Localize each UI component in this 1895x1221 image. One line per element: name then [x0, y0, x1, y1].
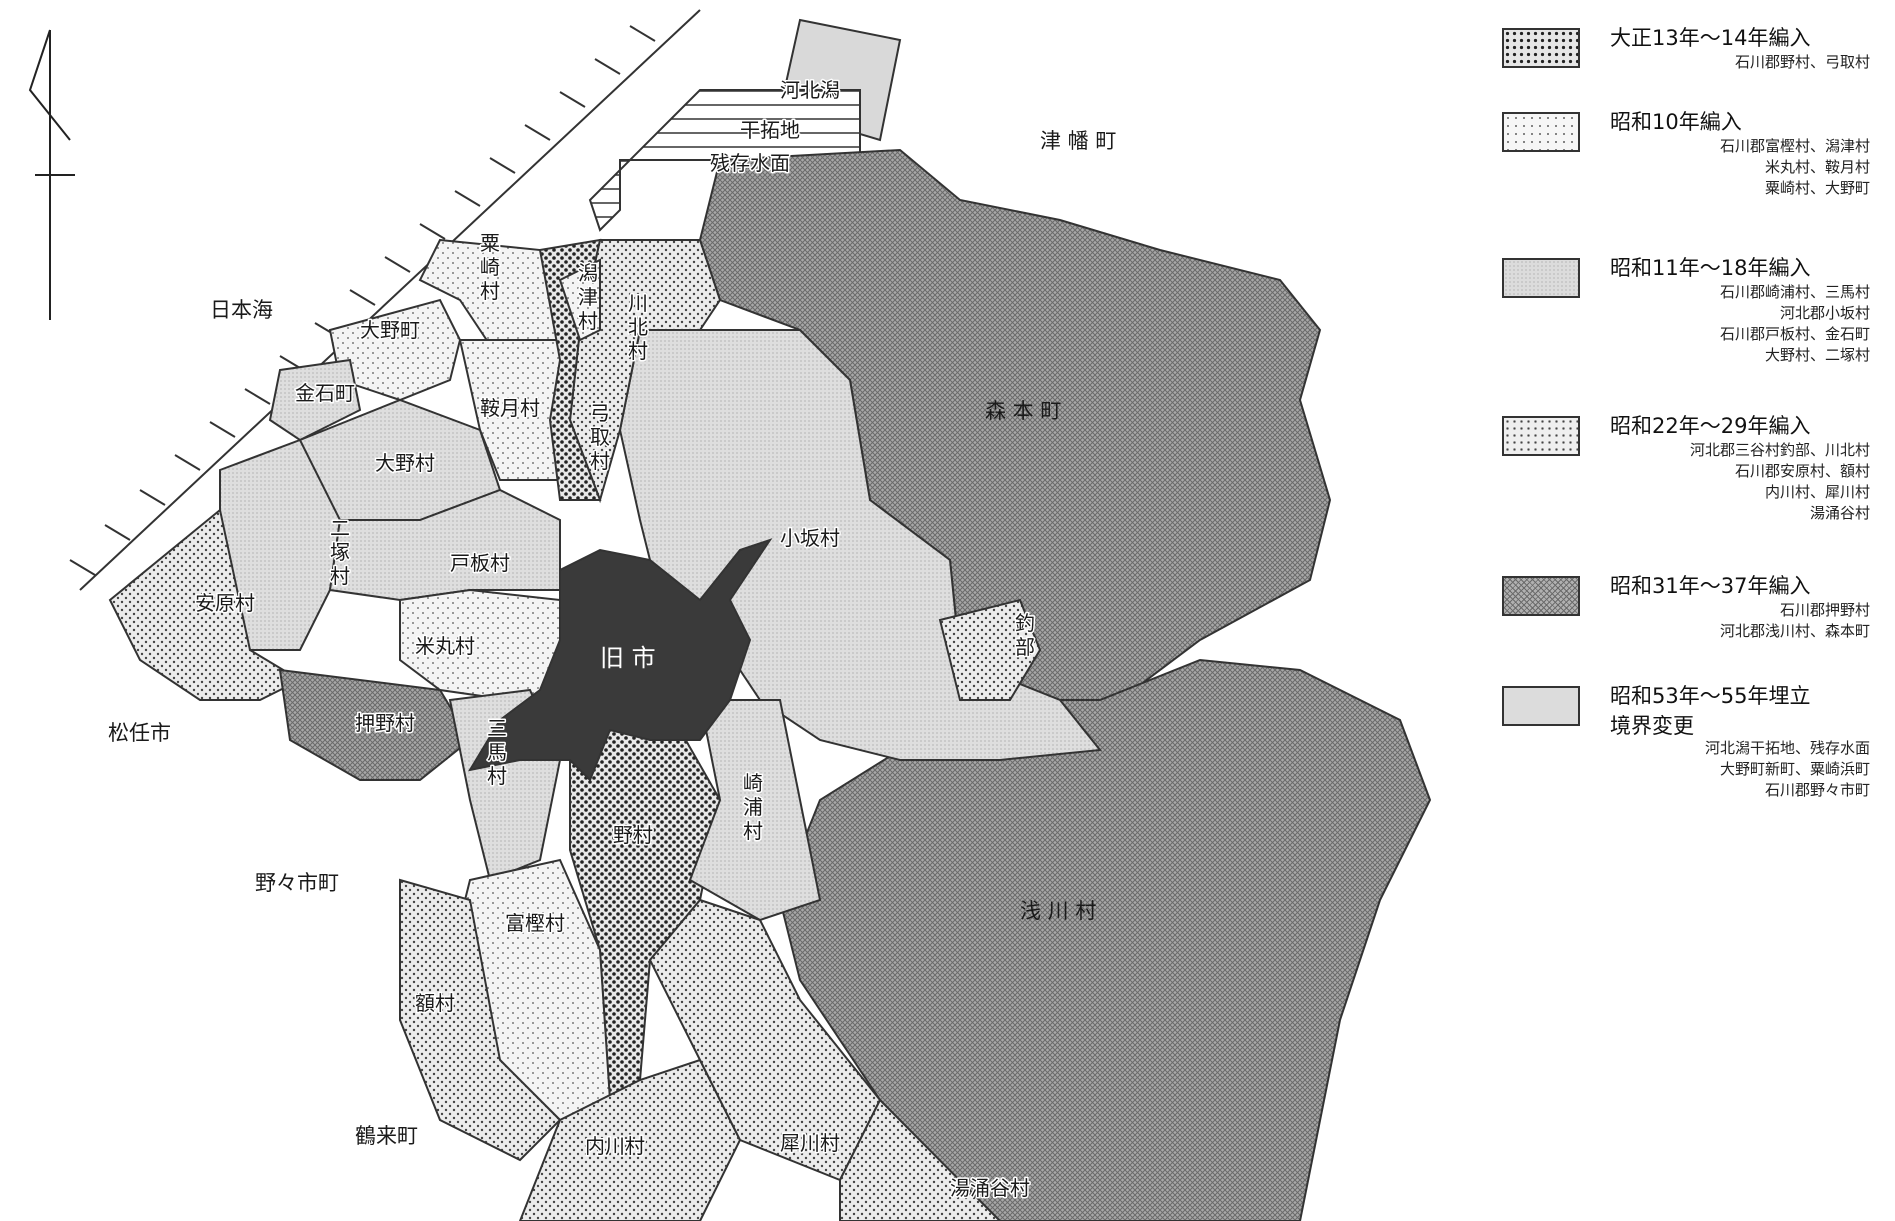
- label-onomachi: 大野町: [360, 318, 420, 342]
- legend-swatch: [1502, 258, 1580, 298]
- label-onomura: 大野村: [375, 451, 435, 475]
- label-tsuribe: 釣部: [1015, 611, 1035, 659]
- label-kuragetsu: 鞍月村: [480, 396, 540, 420]
- label-kawakita: 川北村: [628, 291, 648, 363]
- region-labels: 河北潟 干拓地 残存水面 津 幡 町 日本海 粟崎村 潟津村 川北村 大野町 金…: [108, 77, 1116, 1202]
- legend-title: 昭和11年～18年編入: [1610, 256, 1811, 280]
- label-kahokugata: 河北潟: [780, 78, 840, 102]
- legend-swatch: [1502, 112, 1580, 152]
- label-kosaka: 小坂村: [780, 526, 840, 550]
- legend-swatch: [1502, 576, 1580, 616]
- label-nonoichi: 野々市町: [255, 871, 339, 895]
- legend-detail: 石川郡崎浦村、三馬村 河北郡小坂村 石川郡戸板村、金石町 大野村、二塚村: [1719, 283, 1870, 364]
- legend-swatch: [1502, 686, 1580, 726]
- label-kata-tsu: 潟津村: [578, 261, 598, 333]
- label-tsurugi: 鶴来町: [355, 1124, 418, 1148]
- legend-title: 昭和53年～55年埋立 境界変更: [1610, 684, 1811, 738]
- label-oshino: 押野村: [355, 711, 415, 735]
- label-morimoto: 森 本 町: [985, 399, 1061, 423]
- label-nihonkai: 日本海: [210, 298, 273, 322]
- regions: [108, 18, 1432, 1221]
- label-kantakuchi: 干拓地: [740, 118, 800, 142]
- legend-detail: 石川郡富樫村、潟津村 米丸村、鞍月村 粟崎村、大野町: [1719, 137, 1870, 197]
- old-city-area: [467, 538, 773, 782]
- coastline: [69, 9, 701, 591]
- label-awagasaki: 粟崎村: [480, 231, 500, 303]
- label-uchikawa: 内川村: [585, 1134, 645, 1158]
- label-yonemaru: 米丸村: [415, 634, 475, 658]
- label-yasuhara: 安原村: [195, 591, 255, 615]
- label-saikawa: 犀川村: [780, 1131, 840, 1155]
- label-sakiura: 崎浦村: [743, 771, 763, 843]
- legend-detail: 石川郡押野村 河北郡浅川村、森本町: [1719, 601, 1870, 640]
- north-arrow-icon: [28, 29, 75, 320]
- label-yumitori: 弓取村: [590, 401, 610, 473]
- label-mitsuma: 三馬村: [487, 716, 507, 788]
- label-nomura: 野村: [613, 823, 653, 847]
- legend-detail: 河北潟干拓地、残存水面 大野町新町、粟崎浜町 石川郡野々市町: [1704, 739, 1870, 799]
- label-old-city: 旧 市: [600, 644, 656, 672]
- label-matto: 松任市: [108, 721, 171, 745]
- label-yuwakudani: 湯涌谷村: [950, 1176, 1030, 1200]
- legend-swatch: [1502, 416, 1580, 456]
- label-kanaiwa: 金石町: [295, 381, 355, 405]
- label-asakawa: 浅 川 村: [1020, 899, 1096, 923]
- legend-title: 昭和31年～37年編入: [1610, 574, 1811, 598]
- legend-title: 昭和22年～29年編入: [1610, 414, 1811, 438]
- legend-swatch: [1502, 28, 1580, 68]
- label-tsubata: 津 幡 町: [1040, 129, 1116, 153]
- legend-detail: 石川郡野村、弓取村: [1734, 53, 1870, 71]
- legend-title: 大正13年～14年編入: [1610, 26, 1811, 50]
- label-futatsuka: 二塚村: [330, 516, 350, 588]
- label-tomigashi: 富樫村: [505, 911, 565, 935]
- label-nukata: 額村: [415, 991, 455, 1015]
- legend-title: 昭和10年編入: [1610, 110, 1742, 134]
- label-zanzon-suimen: 残存水面: [710, 151, 790, 175]
- label-toita: 戸板村: [450, 551, 510, 575]
- legend-detail: 河北郡三谷村釣部、川北村 石川郡安原村、額村 内川村、犀川村 湯涌谷村: [1689, 441, 1870, 522]
- legend: 大正13年～14年編入石川郡野村、弓取村昭和10年編入石川郡富樫村、潟津村 米丸…: [1470, 18, 1880, 848]
